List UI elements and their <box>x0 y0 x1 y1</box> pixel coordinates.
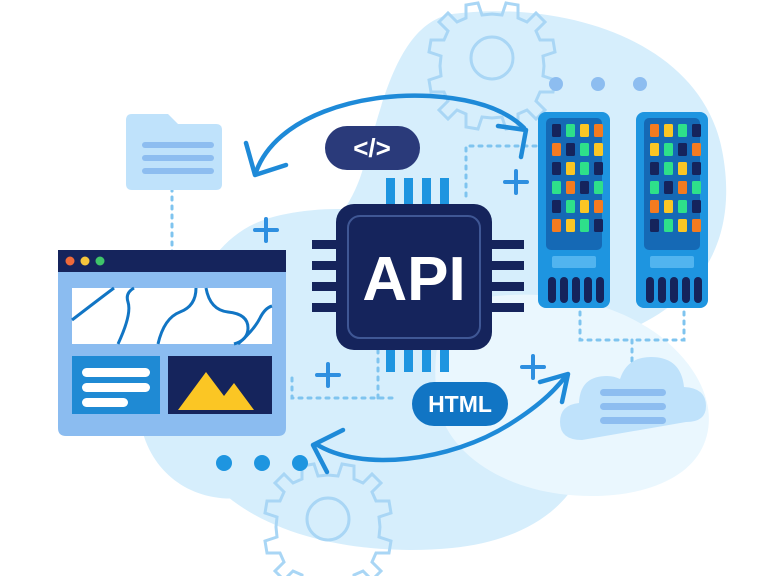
folder-bar <box>142 155 214 161</box>
arrowhead-right <box>495 123 529 160</box>
cloud-bar <box>600 417 666 424</box>
api-chip: API <box>312 178 524 372</box>
decor-dot <box>633 77 647 91</box>
browser-card-left-bar <box>82 383 150 392</box>
browser-card-left-bar <box>82 398 128 407</box>
chip-pins-top <box>386 178 449 212</box>
server-vents <box>646 277 702 303</box>
folder-icon <box>126 114 222 190</box>
gear-bottom-icon <box>263 462 393 576</box>
code-badge[interactable]: </> <box>325 126 420 170</box>
connector-chip-box-left <box>290 376 394 400</box>
server-status-bar <box>650 256 694 268</box>
server-vents <box>548 277 604 303</box>
arrowhead-left <box>310 427 346 475</box>
cloud-bar <box>600 403 666 410</box>
browser-wave-lines <box>71 286 273 346</box>
chip-pins-left <box>312 240 348 312</box>
folder-body <box>126 114 222 190</box>
server-rack-right <box>636 112 708 308</box>
browser-card-left-bar <box>82 368 150 377</box>
decor-dot <box>254 455 270 471</box>
browser-dot-maximize <box>95 256 105 266</box>
gear-top-icon <box>427 1 557 131</box>
server-led-grid <box>552 124 603 232</box>
browser-window-mockup <box>58 250 286 436</box>
cloud-bar <box>600 389 666 396</box>
arrow-bottom <box>310 371 571 475</box>
folder-bar <box>142 142 214 148</box>
decor-dot <box>216 455 232 471</box>
arrowhead-left <box>243 140 289 178</box>
html-badge-pill <box>412 382 508 426</box>
chip-body <box>336 204 492 350</box>
connector-server-right-down <box>630 310 686 342</box>
chip-pins-bottom <box>386 338 449 372</box>
chip-label: API <box>362 245 465 314</box>
code-badge-label: </> <box>353 133 391 163</box>
server-status-bar <box>552 256 596 268</box>
html-badge-label: HTML <box>428 391 492 417</box>
folder-bar <box>142 168 214 174</box>
chip-pins-right <box>488 240 524 312</box>
connector-chip-to-server <box>464 144 550 198</box>
decor-dot <box>591 77 605 91</box>
server-led-grid <box>650 124 701 232</box>
cloud-body <box>560 357 706 440</box>
mountain-icon <box>178 372 254 410</box>
connector-server-left-down <box>578 310 634 342</box>
blob-highlight <box>435 294 709 497</box>
decor-dot <box>549 77 563 91</box>
plus-icon <box>520 354 546 380</box>
html-badge[interactable]: HTML <box>412 382 508 426</box>
plus-icon <box>253 217 279 243</box>
code-badge-pill <box>325 126 420 170</box>
browser-dot-close <box>65 256 75 266</box>
browser-dot-minimize <box>80 256 90 266</box>
decor-dot <box>292 455 308 471</box>
chip-inner-border <box>347 215 481 339</box>
arrow-top <box>243 93 529 178</box>
arrowhead-right <box>537 371 571 405</box>
dots-bottom-left <box>216 455 308 471</box>
plus-icon <box>503 169 529 195</box>
server-rack-left <box>538 112 610 308</box>
plus-icon <box>315 362 341 388</box>
plus-marks <box>253 169 546 388</box>
cloud-icon <box>560 357 706 440</box>
dots-top-right <box>549 77 647 91</box>
browser-title-bar <box>58 250 286 272</box>
